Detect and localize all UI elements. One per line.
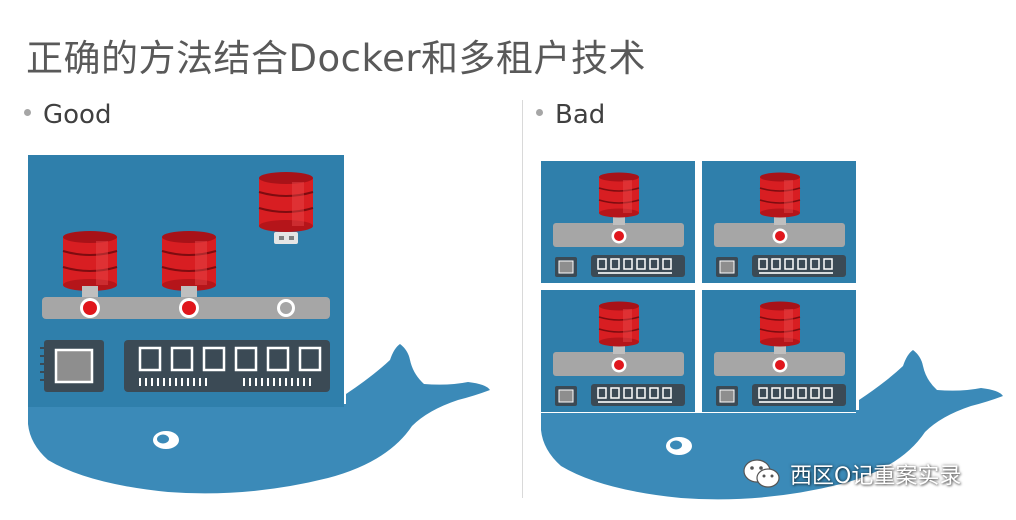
bad-illustration (541, 161, 1003, 500)
container-tile (702, 161, 856, 283)
cpu-chip-icon (40, 340, 104, 392)
database-icon (62, 230, 118, 292)
bullet-dot (24, 109, 31, 116)
container-tile (702, 290, 856, 412)
container-tile (541, 290, 695, 412)
container-tile (541, 161, 695, 283)
column-divider (522, 100, 523, 498)
bullet-dot (536, 109, 543, 116)
database-icon (161, 230, 217, 292)
database-icon (258, 171, 314, 233)
watermark-text: 西区O记重案实录 (790, 464, 962, 489)
bullet-good-label: Good (43, 100, 112, 130)
wechat-icon (743, 459, 780, 488)
watermark: 西区O记重案实录 (742, 456, 961, 492)
good-illustration (28, 155, 490, 494)
bullet-bad-label: Bad (555, 100, 606, 130)
bullet-good: Good (24, 100, 111, 130)
plug-icon (274, 232, 298, 244)
bullet-bad: Bad (536, 100, 605, 130)
memory-module-icon (124, 340, 330, 392)
slide-title: 正确的方法结合Docker和多租户技术 (26, 37, 647, 80)
